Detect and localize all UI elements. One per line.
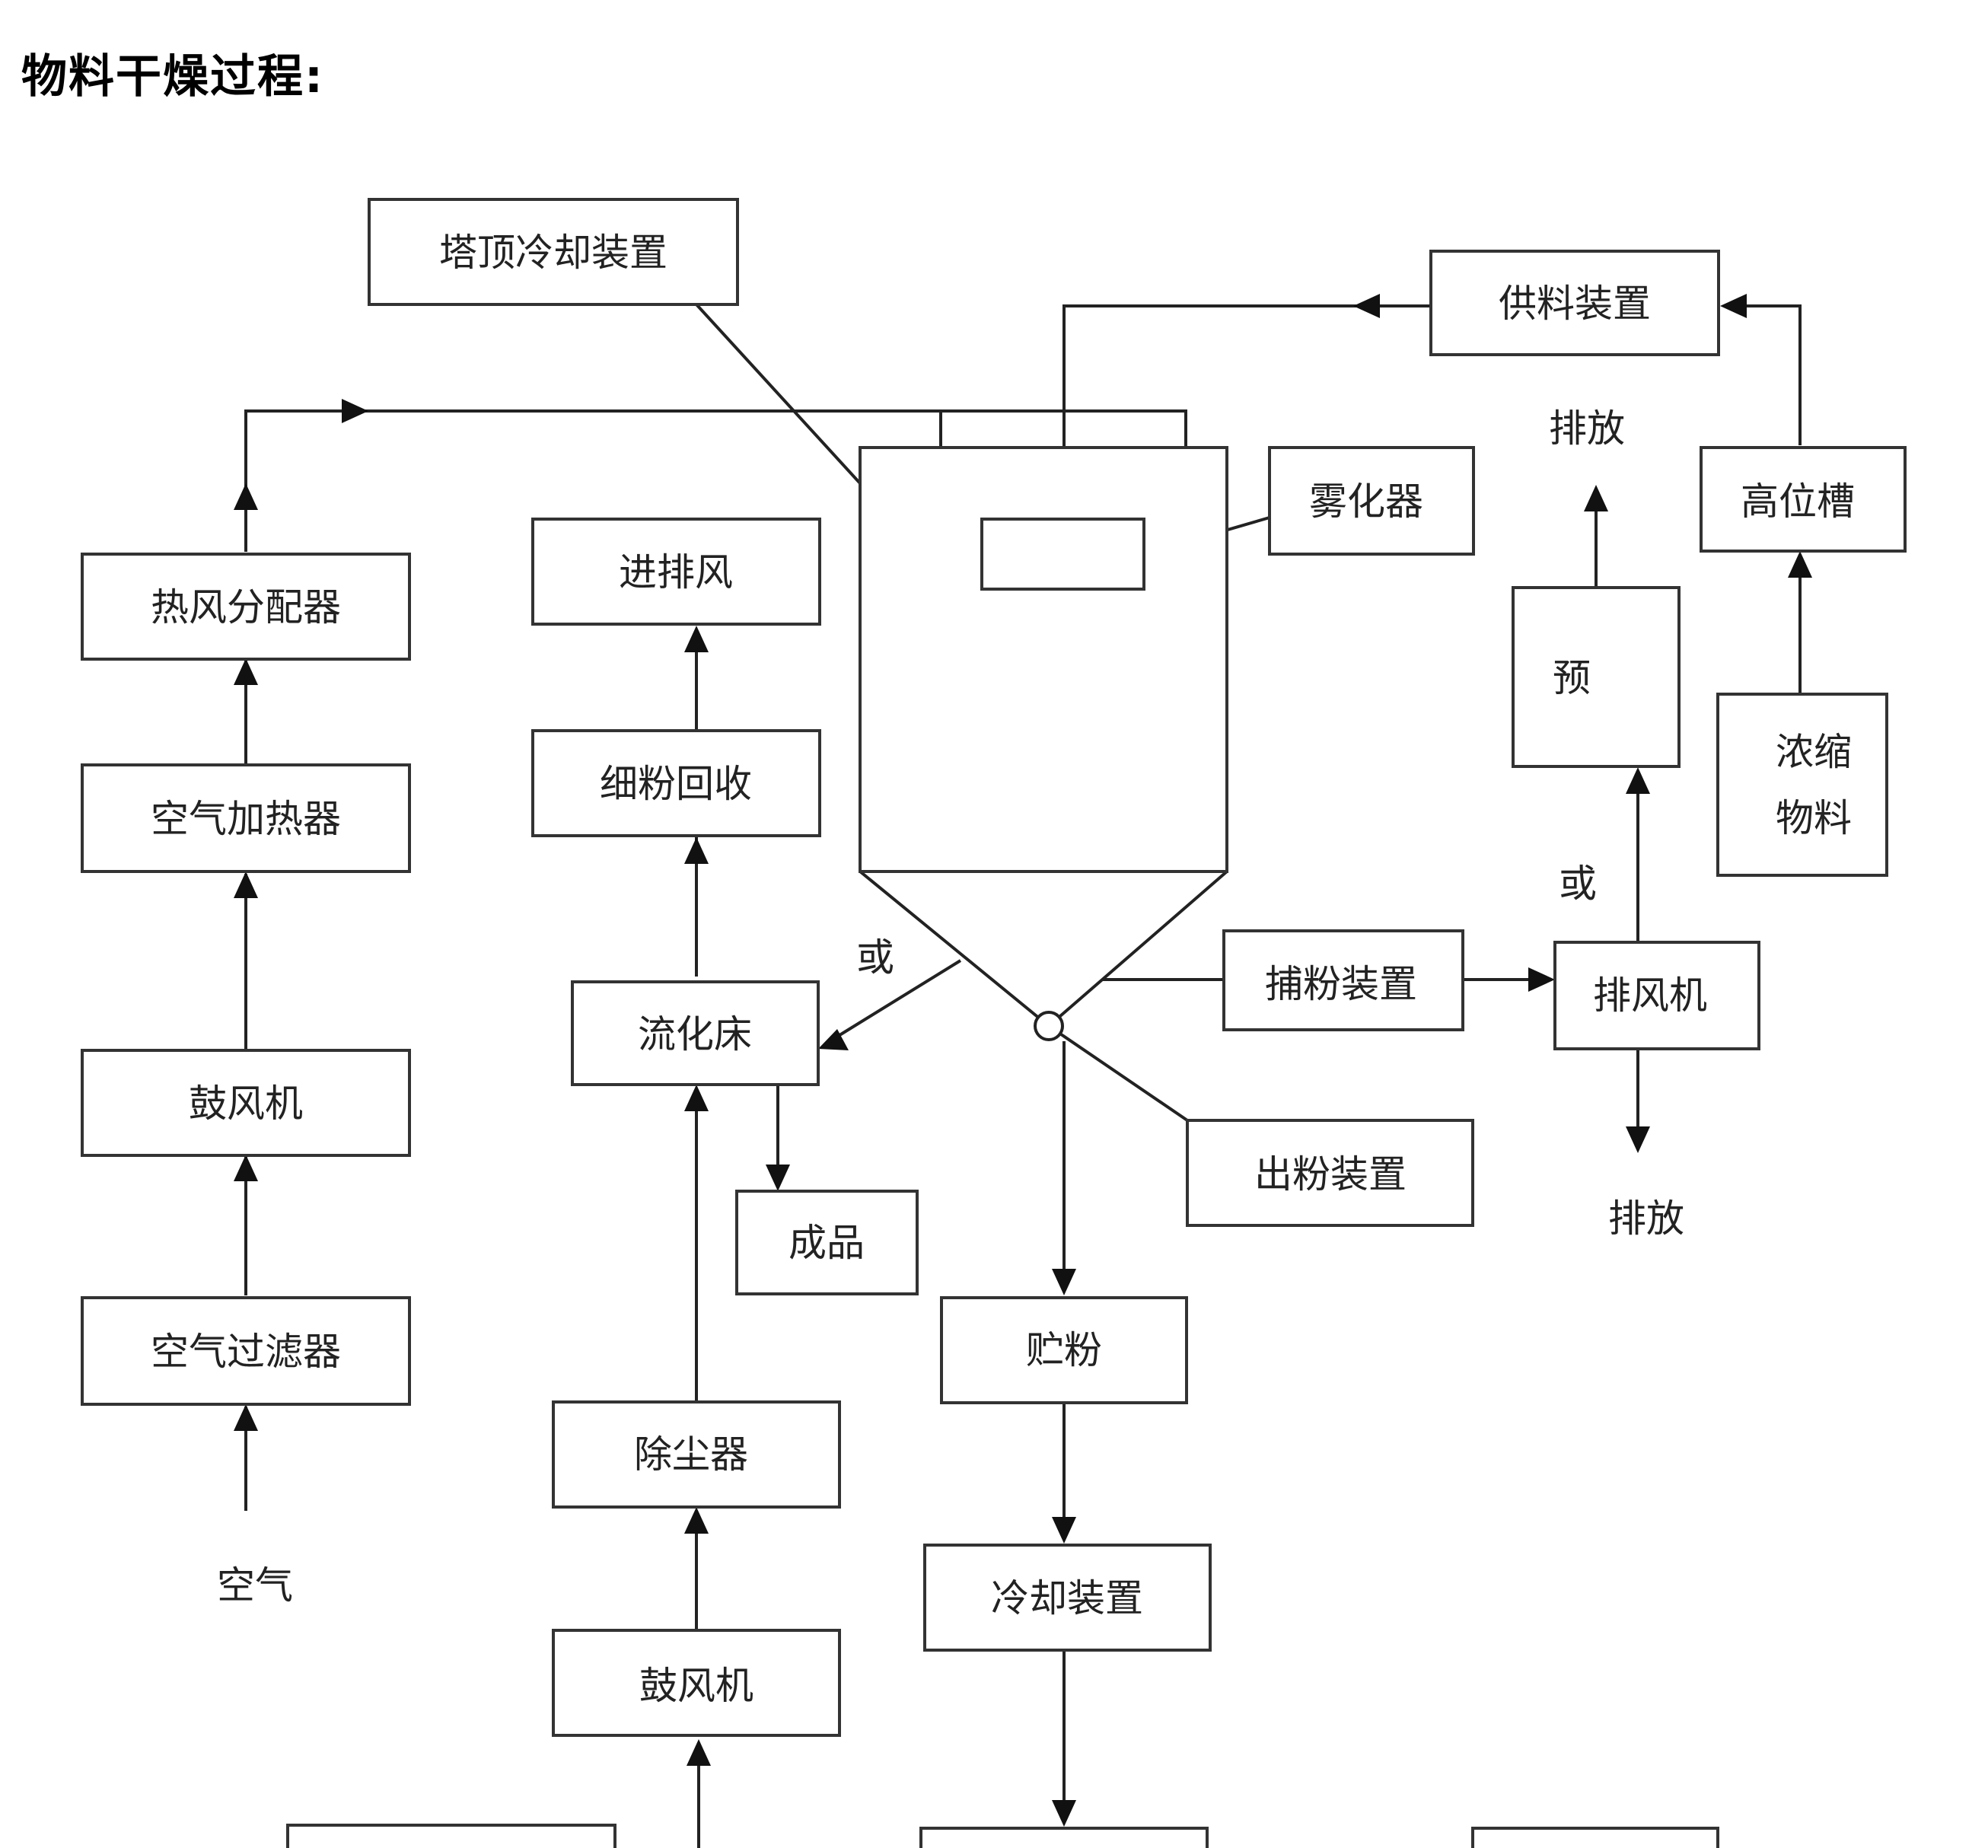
arrow-up-icon xyxy=(234,483,258,510)
arrow-up-icon xyxy=(234,871,258,898)
node-label: 除尘器 xyxy=(634,1432,748,1477)
connectors xyxy=(244,303,1802,1848)
node-powder-outlet: 出粉装置 xyxy=(1186,1119,1474,1227)
node-label: 预 xyxy=(1553,656,1591,700)
node-label: 排风机 xyxy=(1593,973,1707,1018)
node-label: 鼓风机 xyxy=(639,1664,753,1708)
or-label: 或 xyxy=(856,935,894,980)
arrow-down-icon xyxy=(1052,1269,1076,1295)
node-fine-powder-recovery: 细粉回收 xyxy=(531,729,821,837)
arrow-right-icon xyxy=(1528,967,1555,992)
node-label: 空气加热器 xyxy=(151,797,341,841)
arrow-down-icon xyxy=(1052,1517,1076,1544)
arrow-up-icon xyxy=(684,626,709,652)
arrow-down-icon xyxy=(766,1165,790,1191)
node-label: 进排风 xyxy=(619,550,733,594)
node-pre: 预 xyxy=(1512,586,1681,768)
discharge-label: 排放 xyxy=(1608,1196,1684,1241)
node-label: 雾化器 xyxy=(1309,480,1423,524)
node-blower-mid: 鼓风机 xyxy=(552,1629,841,1737)
node-label: 贮粉 xyxy=(1026,1328,1102,1372)
node-air-in-out: 进排风 xyxy=(531,518,821,626)
arrow-up-icon xyxy=(1626,767,1650,794)
arrow-up-icon xyxy=(234,1404,258,1431)
node-label: 成品 xyxy=(789,1221,865,1265)
node-label: 物料 xyxy=(1776,796,1852,840)
node-label: 高位槽 xyxy=(1741,480,1855,524)
node-label: 出粉装置 xyxy=(1254,1152,1407,1196)
spray-tower xyxy=(859,446,1228,873)
node-label: 细粉回收 xyxy=(600,762,752,806)
node-dust-collector: 除尘器 xyxy=(552,1400,841,1509)
node-cut-off-mid xyxy=(919,1827,1209,1848)
node-atomizer: 雾化器 xyxy=(1268,446,1475,556)
arrow-down-icon xyxy=(1052,1800,1076,1827)
node-label: 空气过滤器 xyxy=(151,1330,341,1374)
node-cut-off-right xyxy=(1471,1827,1719,1848)
node-exhaust-fan: 排风机 xyxy=(1553,941,1760,1050)
arrow-right-icon xyxy=(342,399,368,423)
atomizer-nozzle xyxy=(980,518,1145,591)
node-label: 供料装置 xyxy=(1499,282,1651,326)
node-hot-air-distributor: 热风分配器 xyxy=(81,553,411,661)
page-title: 物料干燥过程: xyxy=(21,50,324,104)
air-label: 空气 xyxy=(217,1563,293,1607)
node-label: 捕粉装置 xyxy=(1265,962,1417,1006)
node-label: 浓缩 xyxy=(1776,730,1852,774)
node-label: 热风分配器 xyxy=(151,585,341,629)
node-cooling-device: 冷却装置 xyxy=(923,1544,1212,1652)
arrow-left-icon xyxy=(1720,294,1747,318)
discharge-label: 排放 xyxy=(1549,406,1625,451)
node-finished-product: 成品 xyxy=(735,1190,919,1295)
arrow-up-icon xyxy=(234,1155,258,1181)
or-label: 或 xyxy=(1559,862,1597,906)
arrow-left-icon xyxy=(1353,294,1380,318)
node-label: 冷却装置 xyxy=(991,1576,1143,1620)
arrow-up-icon xyxy=(1788,551,1812,578)
node-air-heater: 空气加热器 xyxy=(81,763,411,873)
node-feeding-device: 供料装置 xyxy=(1429,250,1720,356)
arrow-up-icon xyxy=(687,1739,711,1766)
node-concentrated-material: 浓缩 物料 xyxy=(1716,693,1888,877)
arrow-up-icon xyxy=(234,658,258,685)
arrow-up-icon xyxy=(684,1507,709,1534)
node-fluid-bed: 流化床 xyxy=(571,980,820,1086)
arrow-left-icon xyxy=(818,1029,849,1050)
node-label: 塔顶冷却装置 xyxy=(439,231,667,275)
arrow-up-icon xyxy=(684,1085,709,1111)
node-cut-off-left xyxy=(286,1824,616,1848)
node-tower-cooling: 塔顶冷却装置 xyxy=(368,198,739,306)
node-label: 鼓风机 xyxy=(189,1082,303,1126)
arrow-up-icon xyxy=(1584,485,1608,511)
node-label: 流化床 xyxy=(638,1012,752,1056)
node-blower-left: 鼓风机 xyxy=(81,1049,411,1157)
outlet-valve-icon xyxy=(1034,1011,1064,1041)
node-high-tank: 高位槽 xyxy=(1700,446,1907,553)
node-air-filter: 空气过滤器 xyxy=(81,1296,411,1406)
node-powder-catcher: 捕粉装置 xyxy=(1222,929,1464,1031)
arrow-up-icon xyxy=(684,837,709,864)
node-powder-storage: 贮粉 xyxy=(940,1296,1188,1404)
arrow-down-icon xyxy=(1626,1126,1650,1153)
